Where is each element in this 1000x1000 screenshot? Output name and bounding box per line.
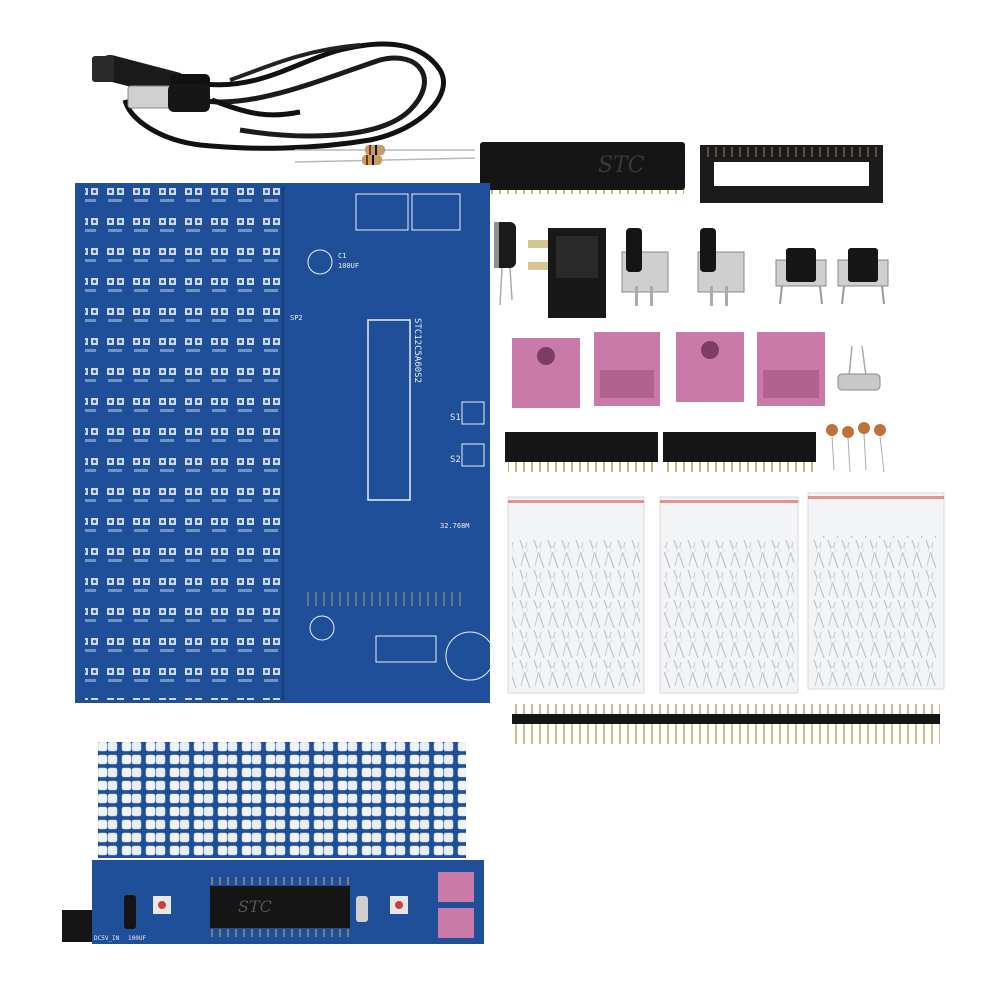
board-mcu-label: STC12C5A60S2 [412,318,422,383]
tact-switch-icon [775,248,889,305]
resistor-icon [294,145,476,165]
jumper-label: SP2 [290,314,303,322]
usb-to-dc-cable-icon [92,41,446,151]
crystal-oscillator-icon [837,345,881,391]
power-label: DC5V_IN [94,935,120,942]
electrolytic-capacitor-icon [494,222,516,306]
blank-pcb: STC12C5A60S2 C1 100UF S1 S2 32.768M SP2 [75,183,495,703]
switch-label-s1: S1 [450,413,461,423]
switch-label-s2: S2 [450,455,461,465]
crystal-label: 32.768M [440,522,470,530]
male-header-strip [512,704,940,744]
audio-jack-icon [512,332,825,408]
bottom-cap-label: 100UF [128,935,146,942]
mcu-chip-label: STC [598,153,645,178]
potentiometer-icon [621,228,745,306]
dc-power-jack-icon [528,228,606,318]
assembled-chip-label: STC [238,897,272,916]
mcu-chip: STC [480,142,685,194]
cap-value-c1: 100UF [338,262,359,270]
led-bag-icon [507,492,945,694]
ceramic-capacitor-icon [826,422,886,473]
pin-header-icon [505,432,816,472]
ic-socket-icon [700,145,883,203]
cap-label-c1: C1 [338,252,346,260]
assembled-board: STC DC5V_IN 100UF [62,742,484,944]
